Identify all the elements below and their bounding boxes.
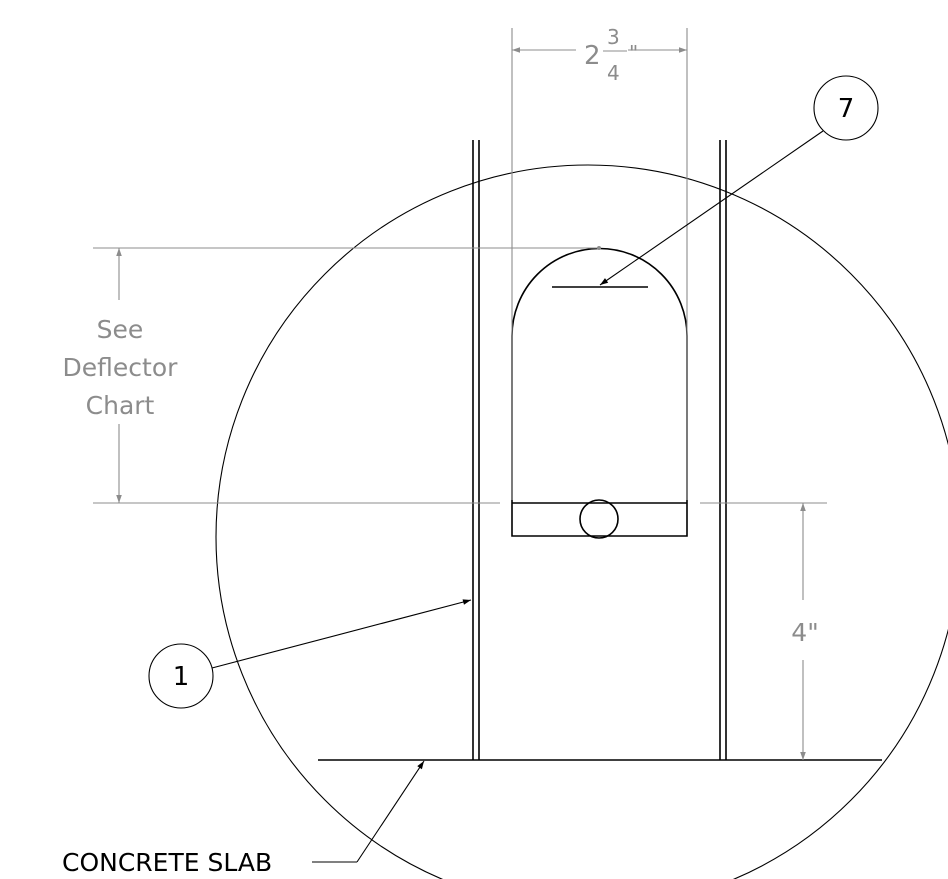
balloon-1-label: 1 xyxy=(173,662,190,692)
left-post xyxy=(472,140,480,760)
deflector-slot xyxy=(511,246,688,539)
height-label: 4" xyxy=(791,618,818,647)
width-dimension: 2 3 4 " xyxy=(511,25,688,500)
right-post xyxy=(719,140,727,760)
width-numerator: 3 xyxy=(607,25,620,49)
deflector-dimension: See Deflector Chart xyxy=(63,247,827,504)
deflector-label-chart: Chart xyxy=(86,391,155,420)
deflector-label-deflector: Deflector xyxy=(63,353,179,382)
width-whole: 2 xyxy=(584,41,601,71)
balloon-7: 7 xyxy=(599,75,879,286)
detail-circle xyxy=(215,164,948,879)
balloon-1: 1 xyxy=(148,599,472,709)
height-dimension: 4" xyxy=(791,503,819,760)
width-unit: " xyxy=(629,41,638,65)
concrete-slab-label: CONCRETE SLAB xyxy=(62,848,272,877)
pin-circle xyxy=(579,499,619,539)
concrete-slab-callout: CONCRETE SLAB xyxy=(62,760,425,877)
width-denominator: 4 xyxy=(607,61,620,85)
balloon-7-label: 7 xyxy=(838,94,855,124)
deflector-label-see: See xyxy=(97,315,144,344)
